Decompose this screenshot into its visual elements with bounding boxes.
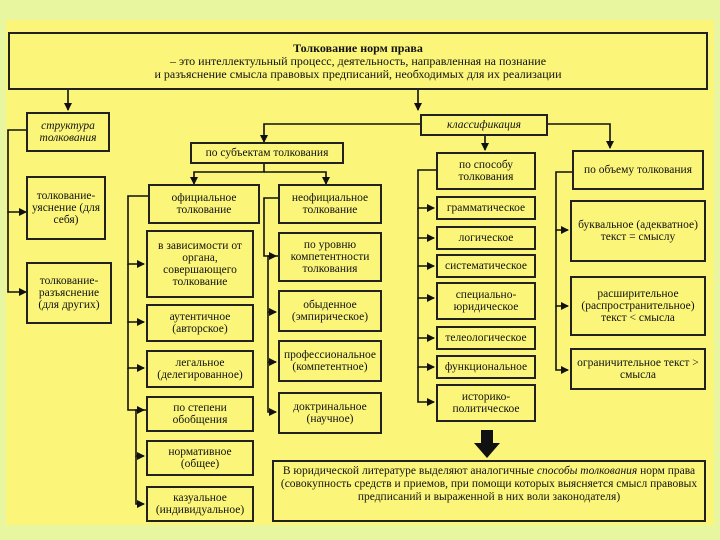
by-method-label: по способу толкования	[458, 159, 514, 183]
volume-item: расширительное (распространительное) тек…	[570, 276, 706, 336]
official-item: нормативное (общее)	[146, 440, 254, 476]
official-item-label: легальное (делегированное)	[157, 357, 243, 381]
official-item: легальное (делегированное)	[146, 350, 254, 388]
title-heading: Толкование норм права	[293, 40, 423, 55]
official-item-label: по степени обобщения	[172, 402, 228, 426]
by-volume-box: по объему толкования	[572, 150, 704, 190]
explanation-self-label: толкование-уяснение (для себя)	[31, 190, 101, 226]
by-subjects-label: по субъектам толкования	[205, 147, 329, 159]
classification-label: классификация	[446, 119, 522, 131]
method-item-label: функциональное	[444, 361, 528, 373]
method-item: логическое	[436, 226, 536, 250]
down-arrow-icon	[474, 430, 500, 458]
official-item: казуальное (индивидуальное)	[146, 486, 254, 522]
method-item-label: специально-юридическое	[453, 289, 519, 313]
explanation-self-box: толкование-уяснение (для себя)	[26, 176, 106, 240]
note-part-2: норм права (совокупность средств и прием…	[280, 465, 698, 503]
method-item-label: систематическое	[445, 260, 527, 272]
by-subjects-box: по субъектам толкования	[190, 142, 344, 164]
method-item: специально-юридическое	[436, 282, 536, 320]
official-item: по степени обобщения	[146, 396, 254, 432]
unofficial-item-label: профессиональное (компетентное)	[283, 349, 377, 373]
volume-item: ограничительное текст > смысла	[570, 348, 706, 390]
volume-item-label: ограничительное текст > смысла	[577, 357, 699, 381]
by-volume-label: по объему толкования	[584, 164, 692, 176]
method-item: историко-политическое	[436, 384, 536, 422]
structure-label: структура толкования	[39, 120, 97, 144]
official-item-label: нормативное (общее)	[168, 446, 232, 470]
title-line-2: и разъяснение смысла правовых предписани…	[154, 66, 562, 81]
volume-item: буквальное (адекватное) текст = смыслу	[570, 200, 706, 262]
unofficial-item-label: доктринальное (научное)	[293, 401, 367, 425]
method-item-label: телеологическое	[445, 332, 527, 344]
method-item: систематическое	[436, 254, 536, 278]
official-label: официальное толкование	[171, 192, 237, 216]
method-item-label: историко-политическое	[452, 391, 520, 415]
volume-item-label: буквальное (адекватное) текст = смыслу	[578, 219, 698, 243]
note-box: В юридической литературе выделяют аналог…	[272, 460, 706, 522]
structure-box: структура толкования	[26, 112, 110, 152]
unofficial-item: обыденное (эмпирическое)	[278, 290, 382, 332]
explanation-others-box: толкование-разъяснение (для других)	[26, 262, 112, 324]
title-line-1: – это интеллектульный процесс, деятельно…	[169, 53, 547, 68]
method-item: функциональное	[436, 355, 536, 379]
explanation-others-label: толкование-разъяснение (для других)	[38, 275, 100, 311]
note-italic: способы толкования	[536, 465, 638, 477]
volume-item-label: расширительное (распространительное) тек…	[581, 288, 695, 324]
method-item-label: логическое	[458, 232, 514, 244]
official-item-label: в зависимости от органа, совершающего то…	[158, 240, 242, 288]
method-item-label: грамматическое	[446, 202, 526, 214]
note-part-1: В юридической литературе выделяют аналог…	[282, 465, 537, 477]
unofficial-label: неофициальное толкование	[291, 192, 369, 216]
unofficial-item: доктринальное (научное)	[278, 392, 382, 434]
classification-box: классификация	[420, 114, 548, 136]
official-item-label: аутентичное (авторское)	[169, 311, 231, 335]
official-item-label: казуальное (индивидуальное)	[155, 492, 245, 516]
official-item: аутентичное (авторское)	[146, 304, 254, 342]
official-item: в зависимости от органа, совершающего то…	[146, 230, 254, 298]
official-box: официальное толкование	[148, 184, 260, 224]
title-box: Толкование норм права – это интеллектуль…	[8, 32, 708, 90]
method-item: телеологическое	[436, 326, 536, 350]
by-method-box: по способу толкования	[436, 152, 536, 190]
unofficial-item-label: по уровню компетентности толкования	[290, 239, 370, 275]
unofficial-item-label: обыденное (эмпирическое)	[291, 299, 369, 323]
unofficial-item: по уровню компетентности толкования	[278, 232, 382, 282]
unofficial-box: неофициальное толкование	[278, 184, 382, 224]
unofficial-item: профессиональное (компетентное)	[278, 340, 382, 382]
method-item: грамматическое	[436, 196, 536, 220]
